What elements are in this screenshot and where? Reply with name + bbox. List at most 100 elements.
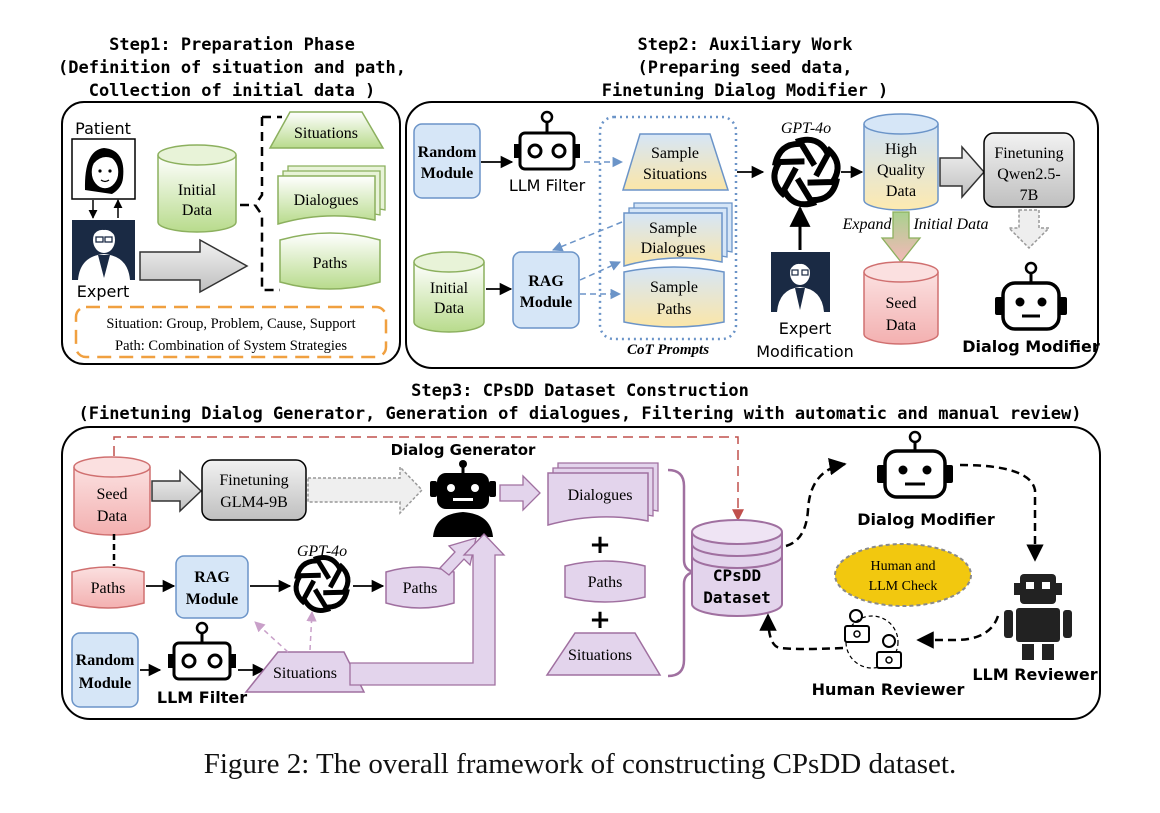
svg-text:Situations: Situations [643, 166, 707, 183]
expand-arrow [880, 211, 922, 264]
step3-finetune-box: Finetuning GLM4-9B [201, 459, 307, 521]
step3-dialogues: Dialogues [547, 462, 659, 526]
step3-gpt4o-label: GPT-4o [297, 543, 347, 560]
svg-text:Initial: Initial [430, 280, 469, 297]
step3-llm-filter-label: LLM Filter [157, 688, 247, 707]
svg-text:Data: Data [97, 508, 127, 525]
human-to-dataset-arrow [759, 613, 844, 651]
seed-to-finetune-arrow [151, 469, 203, 513]
situations-to-generator-arrow [349, 533, 506, 686]
step2-subtitle-2: Finetuning Dialog Modifier ) [602, 81, 889, 101]
cot-prompts-label: CoT Prompts [627, 342, 709, 358]
step2-frame [405, 101, 1099, 369]
step1-situations: Situations [268, 111, 385, 149]
step3-dialog-modifier-robot-icon [877, 430, 953, 499]
svg-text:7B: 7B [1020, 187, 1039, 204]
human-reviewer-icon [844, 609, 902, 669]
svg-text:Qwen2.5-: Qwen2.5- [997, 166, 1061, 183]
svg-text:Situations: Situations [273, 665, 337, 682]
sample-paths: Sample Paths [623, 266, 725, 328]
svg-text:Sample: Sample [650, 279, 698, 296]
step3-subtitle: (Finetuning Dialog Generator, Generation… [78, 404, 1081, 424]
step1-subtitle-1: (Definition of situation and path, [58, 58, 406, 78]
high-quality-data-db: High Quality Data [863, 113, 939, 211]
step2-llm-filter-robot-icon [514, 110, 580, 171]
definition-situation: Situation: Group, Problem, Cause, Suppor… [106, 316, 355, 332]
step3-situations-mid: Situations [545, 632, 662, 676]
step3-situations: Situations [244, 651, 366, 693]
svg-text:Paths: Paths [91, 580, 126, 597]
step1-title: Step1: Preparation Phase [109, 35, 355, 55]
svg-text:Dataset: Dataset [703, 588, 770, 607]
step1-definitions-box [74, 305, 388, 359]
svg-text:Module: Module [79, 675, 131, 692]
llm-reviewer-label: LLM Reviewer [972, 665, 1097, 684]
svg-text:RAG: RAG [194, 569, 230, 586]
dialog-generator-robot-icon [430, 460, 496, 537]
step2-expert-icon [771, 252, 830, 312]
svg-text:Module: Module [421, 165, 473, 182]
expert-icon [72, 220, 135, 280]
step3-rag-module: RAG Module [175, 555, 249, 619]
step2-random-module: Random Module [413, 123, 481, 199]
svg-text:GLM4-9B: GLM4-9B [220, 494, 288, 511]
step1-frame [61, 101, 401, 365]
step2-panel: Step2: Auxiliary Work (Preparing seed da… [405, 35, 1100, 369]
svg-text:Random: Random [418, 144, 477, 161]
svg-text:Initial: Initial [178, 182, 217, 199]
step2-openai-icon [771, 136, 841, 208]
svg-text:Random: Random [76, 652, 135, 669]
definition-path: Path: Combination of System Strategies [115, 338, 347, 354]
modifier-to-reviewer-arrow [959, 463, 1044, 562]
plus-1: + [589, 530, 611, 560]
svg-text:Sample: Sample [651, 145, 699, 162]
step1-panel: Step1: Preparation Phase (Definition of … [58, 35, 406, 365]
step2-initial-data-db: Initial Data [413, 251, 485, 333]
expert-to-data-arrow [139, 238, 249, 294]
cot-prompts-box [598, 115, 738, 341]
finetune-to-generator-arrow [307, 465, 424, 515]
reviewer-to-human-arrow [916, 615, 1000, 649]
plus-2: + [589, 605, 611, 635]
cpsdd-dataset-db: CPsDD Dataset [691, 519, 783, 617]
step3-random-module: Random Module [71, 632, 139, 708]
step1-paths: Paths [279, 232, 381, 290]
paths-to-generator-arrow [439, 537, 477, 576]
step3-panel: Step3: CPsDD Dataset Construction (Finet… [61, 381, 1101, 720]
svg-text:Dialogues: Dialogues [641, 240, 706, 257]
hq-to-finetune-arrow [939, 145, 985, 199]
svg-text:Dialogues: Dialogues [568, 487, 633, 504]
svg-text:Paths: Paths [588, 574, 623, 591]
patient-icon [71, 138, 136, 200]
dialog-generator-label: Dialog Generator [391, 441, 536, 459]
svg-text:Finetuning: Finetuning [219, 472, 288, 489]
svg-text:Sample: Sample [649, 220, 697, 237]
step2-subtitle-1: (Preparing seed data, [638, 58, 853, 78]
svg-text:CPsDD: CPsDD [713, 566, 761, 585]
step2-rag-module: RAG Module [512, 251, 580, 329]
initial-data-label: Initial Data [912, 216, 988, 233]
patient-label: Patient [75, 119, 131, 138]
step2-finetune-box: Finetuning Qwen2.5- 7B [983, 132, 1075, 208]
figure-caption: Figure 2: The overall framework of const… [203, 748, 957, 780]
svg-text:Paths: Paths [313, 255, 348, 272]
step1-subtitle-2: Collection of initial data ) [89, 81, 376, 101]
step3-paths: Paths [71, 566, 145, 609]
step2-dialog-modifier-label: Dialog Modifier [962, 337, 1100, 356]
svg-text:Data: Data [886, 183, 916, 200]
step3-openai-icon [293, 555, 351, 613]
step3-title: Step3: CPsDD Dataset Construction [411, 381, 749, 401]
svg-text:Finetuning: Finetuning [994, 145, 1063, 162]
expert-modification-2: Modification [756, 342, 854, 361]
dataset-to-modifier-arrow [785, 458, 847, 548]
svg-text:Human and: Human and [871, 559, 936, 574]
svg-text:Data: Data [434, 300, 464, 317]
svg-text:Data: Data [886, 317, 916, 334]
svg-text:Module: Module [520, 294, 572, 311]
generator-to-dialogues-arrow [499, 474, 541, 512]
svg-text:Paths: Paths [657, 301, 692, 318]
step1-initial-data-db: Initial Data [157, 144, 237, 233]
human-reviewer-label: Human Reviewer [812, 680, 965, 699]
llm-reviewer-robot-icon [1004, 574, 1072, 660]
step3-llm-filter-robot-icon [168, 621, 236, 681]
